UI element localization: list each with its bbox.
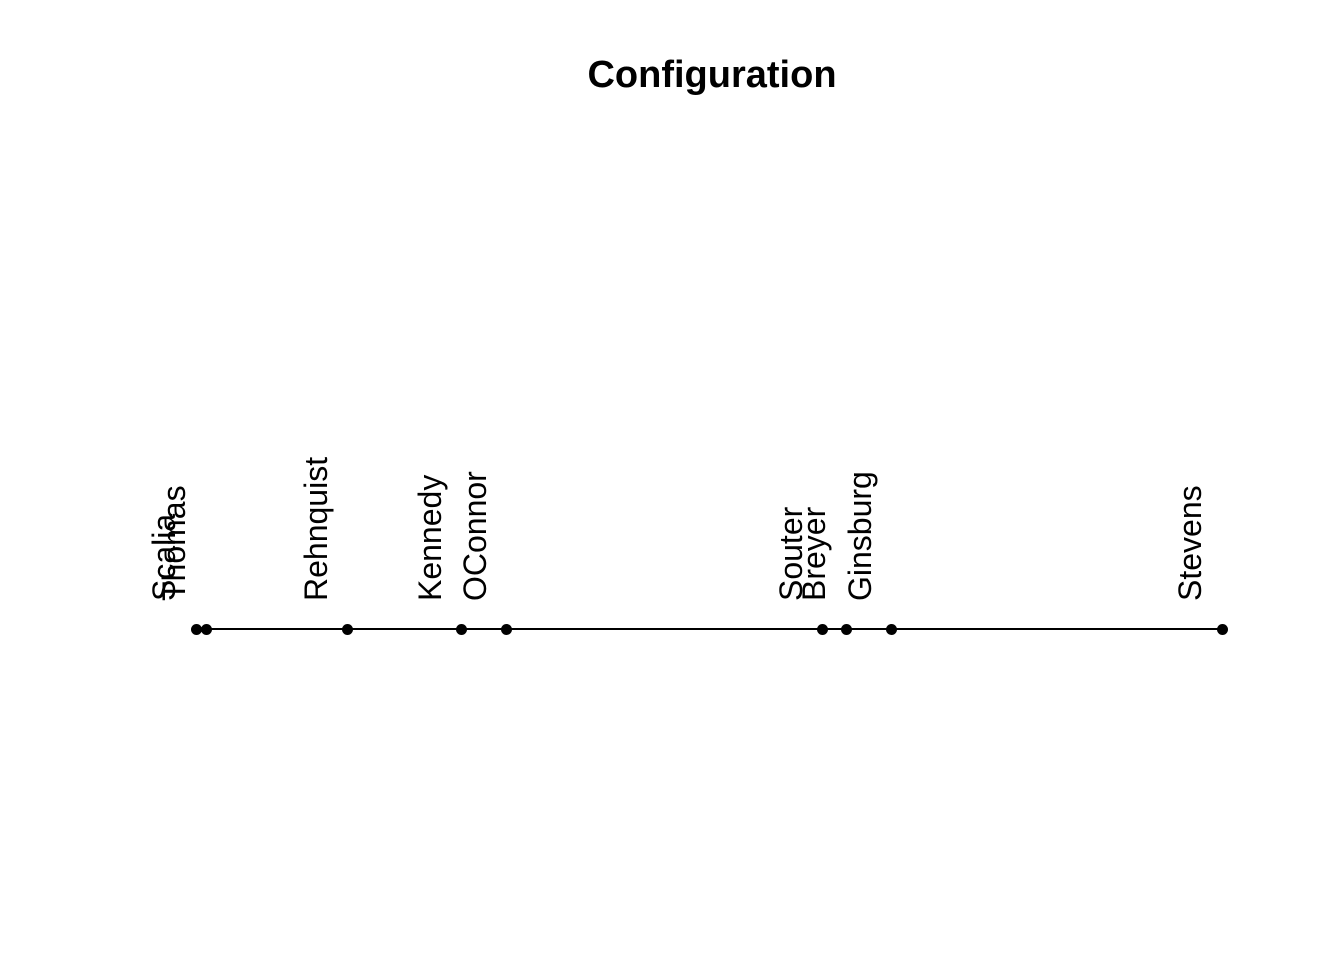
point-label-rehnquist: Rehnquist [297,456,334,601]
chart-title: Configuration [587,54,837,96]
point-label-ginsburg: Ginsburg [841,471,878,601]
point-label-kennedy: Kennedy [411,474,448,601]
data-point-kennedy [456,623,468,635]
data-point-stevens [1216,623,1228,635]
data-point-breyer [840,623,852,635]
data-point-ginsburg [886,623,898,635]
configuration-line [196,628,1222,630]
point-label-thomas: Thomas [156,485,193,601]
data-point-oconnor [501,623,513,635]
point-label-stevens: Stevens [1172,485,1208,601]
data-point-rehnquist [342,623,354,635]
point-label-oconnor: OConnor [456,471,493,601]
data-point-thomas [200,623,212,635]
data-point-souter [817,623,829,635]
data-point-scalia [190,623,202,635]
point-label-breyer: Breyer [796,506,833,601]
